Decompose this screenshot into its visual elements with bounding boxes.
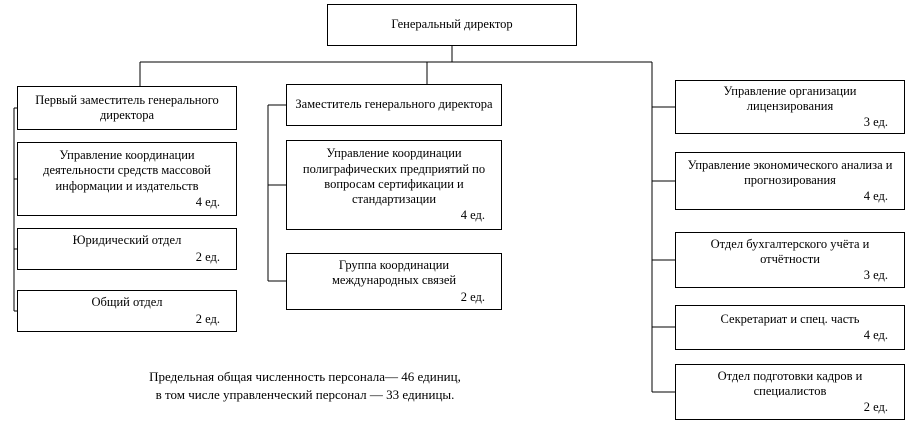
box-count: 4 ед.: [863, 328, 888, 342]
footnote-line-2: в том числе управленческий персонал — 33…: [155, 386, 455, 402]
box-count: 2 ед.: [460, 289, 485, 304]
box-label: Управление экономического анализа и прог…: [687, 157, 893, 187]
box-economic-analysis: Управление экономического анализа и прог…: [675, 152, 905, 210]
box-international-relations-group: Группа координации международных связей …: [286, 253, 502, 310]
box-label: Отдел подготовки кадров и специалистов: [717, 368, 863, 398]
box-media-coordination: Управление координации деятельности сред…: [17, 142, 237, 216]
box-first-deputy: Первый заместитель генерального директор…: [17, 86, 237, 130]
box-general-director: Генеральный директор: [327, 4, 577, 46]
box-deputy: Заместитель генерального директора: [286, 84, 502, 126]
box-label: Управление координации деятельности сред…: [43, 148, 211, 193]
box-count: 2 ед.: [195, 311, 220, 326]
box-label: Управление организации лицензирования: [723, 83, 857, 113]
box-count: 2 ед.: [195, 249, 220, 264]
box-label: Юридический отдел: [72, 233, 182, 248]
box-count: 2 ед.: [863, 400, 888, 415]
box-label: Заместитель генерального директора: [295, 97, 493, 112]
box-label: Группа координации международных связей: [331, 258, 457, 288]
box-count: 4 ед.: [460, 208, 485, 223]
box-legal-dept: Юридический отдел 2 ед.: [17, 228, 237, 270]
box-label: Первый заместитель генерального директор…: [35, 92, 219, 122]
box-personnel-training: Отдел подготовки кадров и специалистов 2…: [675, 364, 905, 420]
box-label: Управление координации полиграфических п…: [302, 146, 486, 207]
box-label: Секретариат и спец. часть: [720, 311, 860, 326]
box-general-dept: Общий отдел 2 ед.: [17, 290, 237, 332]
box-licensing: Управление организации лицензирования 3 …: [675, 80, 905, 134]
box-count: 3 ед.: [863, 115, 888, 130]
box-label: Отдел бухгалтерского учёта и отчётности: [710, 236, 870, 266]
box-count: 4 ед.: [863, 189, 888, 204]
footnote-line-1: Предельная общая численность персонала— …: [149, 369, 461, 384]
box-label: Генеральный директор: [391, 17, 513, 32]
footnote: Предельная общая численность персонала— …: [140, 368, 470, 403]
box-secretariat: Секретариат и спец. часть 4 ед.: [675, 305, 905, 350]
box-count: 3 ед.: [863, 268, 888, 283]
box-label: Общий отдел: [91, 295, 163, 310]
box-printing-coordination: Управление координации полиграфических п…: [286, 140, 502, 230]
box-count: 4 ед.: [195, 194, 220, 209]
box-accounting: Отдел бухгалтерского учёта и отчётности …: [675, 232, 905, 288]
